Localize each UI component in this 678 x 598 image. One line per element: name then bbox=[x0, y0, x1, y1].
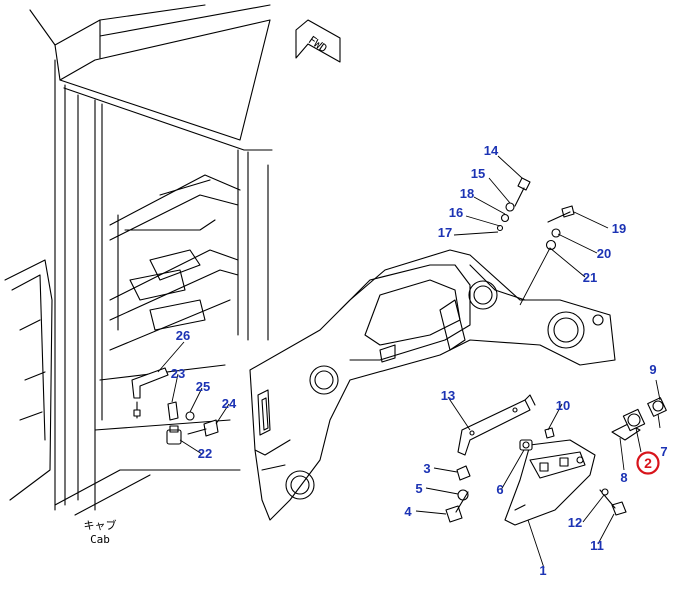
fasteners bbox=[131, 177, 627, 523]
dashboard-panel bbox=[249, 249, 616, 521]
part-label-5[interactable]: 5 bbox=[415, 481, 422, 496]
cab-frame bbox=[4, 4, 273, 516]
cab-caption-english: Cab bbox=[90, 533, 110, 546]
part-label-20[interactable]: 20 bbox=[597, 246, 611, 261]
part-label-8[interactable]: 8 bbox=[620, 470, 627, 485]
leader-lines bbox=[157, 155, 661, 569]
part-label-22[interactable]: 22 bbox=[198, 446, 212, 461]
cab-caption-japanese: キャブ bbox=[84, 518, 117, 532]
part-label-3[interactable]: 3 bbox=[423, 461, 430, 476]
part-label-18[interactable]: 18 bbox=[460, 186, 474, 201]
part-label-1[interactable]: 1 bbox=[539, 563, 546, 578]
cab-caption: キャブ Cab bbox=[84, 518, 117, 546]
part-label-14[interactable]: 14 bbox=[484, 143, 499, 158]
part-label-13[interactable]: 13 bbox=[441, 388, 455, 403]
part-label-11[interactable]: 11 bbox=[590, 538, 604, 553]
part-label-19[interactable]: 19 bbox=[612, 221, 626, 236]
part-label-12[interactable]: 12 bbox=[568, 515, 582, 530]
part-label-9[interactable]: 9 bbox=[649, 362, 656, 377]
part-labels: 1 3 4 5 6 7 8 9 10 11 12 13 14 15 16 17 … bbox=[171, 143, 668, 578]
part-label-17[interactable]: 17 bbox=[438, 225, 452, 240]
part-label-25[interactable]: 25 bbox=[196, 379, 210, 394]
highlight-circle-icon bbox=[636, 451, 660, 475]
forward-direction-marker: FWD bbox=[295, 19, 341, 63]
fwd-arrow-icon bbox=[295, 19, 341, 63]
part-label-26[interactable]: 26 bbox=[176, 328, 190, 343]
part-label-7[interactable]: 7 bbox=[660, 444, 667, 459]
part-label-16[interactable]: 16 bbox=[449, 205, 463, 220]
part-label-10[interactable]: 10 bbox=[556, 398, 570, 413]
bracket-13 bbox=[457, 394, 536, 456]
highlighted-part-callout[interactable]: 2 bbox=[636, 451, 660, 475]
part-label-24[interactable]: 24 bbox=[222, 396, 237, 411]
cover-plate-1 bbox=[504, 439, 596, 526]
part-label-21[interactable]: 21 bbox=[583, 270, 597, 285]
part-label-15[interactable]: 15 bbox=[471, 166, 485, 181]
switch-assembly bbox=[611, 397, 667, 441]
part-label-6[interactable]: 6 bbox=[496, 482, 503, 497]
part-label-4[interactable]: 4 bbox=[404, 504, 412, 519]
part-label-23[interactable]: 23 bbox=[171, 366, 185, 381]
part-label-2[interactable]: 2 bbox=[644, 455, 652, 471]
